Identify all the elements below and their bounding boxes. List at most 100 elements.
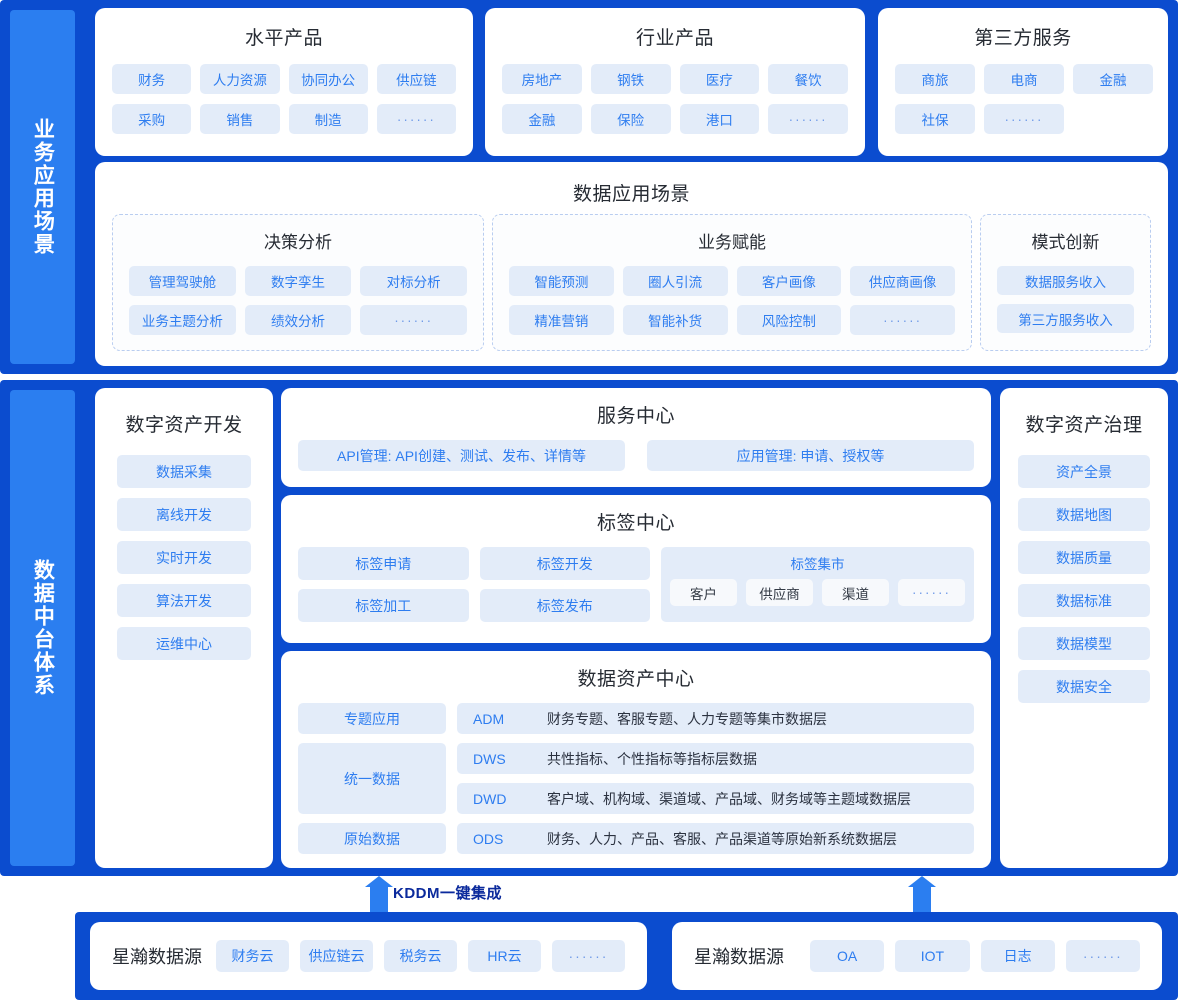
- chip-medical[interactable]: 医疗: [679, 64, 760, 94]
- chip-supplier[interactable]: 供应商: [746, 579, 813, 606]
- chip-more[interactable]: ······: [768, 104, 848, 134]
- chip-finance-industry[interactable]: 金融: [502, 104, 582, 134]
- data-source-right-chips: OA IOT 日志 ······: [810, 940, 1140, 972]
- chip-row: 业务主题分析 绩效分析 ······: [129, 305, 468, 335]
- chip-unified-data[interactable]: 统一数据: [298, 743, 446, 814]
- table-row[interactable]: DWD 客户域、机构域、渠道域、产品域、财务域等主题域数据层: [457, 783, 974, 814]
- asset-code-dws: DWS: [473, 750, 506, 767]
- chip-finance-service[interactable]: 金融: [1073, 64, 1153, 94]
- chip-more[interactable]: ······: [898, 579, 965, 606]
- chip-finance[interactable]: 财务: [112, 64, 192, 94]
- chip-finance-cloud[interactable]: 财务云: [216, 940, 289, 972]
- chip-application-management[interactable]: 应用管理: 申请、授权等: [647, 440, 974, 471]
- card-service-center: 服务中心 API管理: API创建、测试、发布、详情等 应用管理: 申请、授权等: [281, 388, 991, 487]
- card-digital-asset-development: 数字资产开发 数据采集 离线开发 实时开发 算法开发 运维中心: [95, 388, 273, 868]
- chip-tag-processing[interactable]: 标签加工: [298, 589, 469, 622]
- chip-more[interactable]: ······: [376, 104, 456, 134]
- card-title-third-party-services: 第三方服务: [974, 28, 1072, 49]
- card-data-source-left: 星瀚数据源 财务云 供应链云 税务云 HR云 ······: [90, 922, 647, 990]
- chip-row: 标签申请 标签开发: [298, 547, 650, 580]
- chip-risk-control[interactable]: 风险控制: [736, 305, 842, 335]
- card-title-horizontal-products: 水平产品: [244, 28, 323, 49]
- chip-more[interactable]: ······: [850, 305, 955, 335]
- sidebar-label-business: 业务应用场景: [10, 10, 75, 364]
- chip-digital-twin[interactable]: 数字孪生: [244, 266, 352, 296]
- chip-ecommerce[interactable]: 电商: [984, 64, 1064, 94]
- chip-performance-analysis[interactable]: 绩效分析: [244, 305, 352, 335]
- chip-data-standard[interactable]: 数据标准: [1018, 584, 1150, 617]
- chip-intelligent-forecast[interactable]: 智能预测: [509, 266, 614, 296]
- group-mode-innovation: 模式创新 数据服务收入 第三方服务收入: [980, 214, 1151, 351]
- chip-tag-application[interactable]: 标签申请: [298, 547, 469, 580]
- chip-procurement[interactable]: 采购: [112, 104, 192, 134]
- chip-more[interactable]: ······: [360, 305, 468, 335]
- chip-asset-panorama[interactable]: 资产全景: [1018, 455, 1150, 488]
- chip-intelligent-replenishment[interactable]: 智能补货: [622, 305, 728, 335]
- chip-oa[interactable]: OA: [810, 940, 885, 972]
- chip-data-security[interactable]: 数据安全: [1018, 670, 1150, 703]
- decision-analysis-chips: 管理驾驶舱 数字孪生 对标分析 业务主题分析 绩效分析 ······: [113, 266, 483, 335]
- table-row[interactable]: ADM 财务专题、客服专题、人力专题等集市数据层: [457, 703, 974, 734]
- chip-insurance[interactable]: 保险: [590, 104, 671, 134]
- chip-social-security[interactable]: 社保: [895, 104, 975, 134]
- chip-business-theme-analysis[interactable]: 业务主题分析: [129, 305, 236, 335]
- asset-desc-dwd: 客户域、机构域、渠道域、产品域、财务域等主题域数据层: [547, 790, 911, 807]
- chip-benchmark-analysis[interactable]: 对标分析: [360, 266, 468, 296]
- table-row[interactable]: DWS 共性指标、个性指标等指标层数据: [457, 743, 974, 774]
- chip-iot[interactable]: IOT: [895, 940, 970, 972]
- asset-code-adm: ADM: [473, 710, 505, 727]
- chip-tax-cloud[interactable]: 税务云: [384, 940, 457, 972]
- chip-manufacturing[interactable]: 制造: [288, 104, 368, 134]
- chip-customer-profile[interactable]: 客户画像: [736, 266, 842, 296]
- chip-hr-cloud[interactable]: HR云: [468, 940, 541, 972]
- chip-management-cockpit[interactable]: 管理驾驶舱: [129, 266, 236, 296]
- chip-port[interactable]: 港口: [679, 104, 760, 134]
- business-enablement-chips: 智能预测 圈人引流 客户画像 供应商画像 精准营销 智能补货 风险控制 ····…: [493, 266, 971, 335]
- connector-label: KDDM一键集成: [393, 885, 502, 902]
- chip-supplier-profile[interactable]: 供应商画像: [850, 266, 955, 296]
- chip-channel[interactable]: 渠道: [822, 579, 889, 606]
- chip-api-management[interactable]: API管理: API创建、测试、发布、详情等: [298, 440, 625, 471]
- asset-center-body: 专题应用 统一数据 原始数据 ADM 财务专题、客服专题、人力专题等集市数据层 …: [281, 703, 991, 854]
- card-title-scenarios: 数据应用场景: [572, 184, 690, 205]
- chip-thematic-application[interactable]: 专题应用: [298, 703, 446, 734]
- chip-algorithm-development[interactable]: 算法开发: [117, 584, 251, 617]
- tag-market-chips: 客户 供应商 渠道 ······: [670, 579, 965, 606]
- chip-precision-marketing[interactable]: 精准营销: [509, 305, 614, 335]
- chip-more[interactable]: ······: [984, 104, 1064, 134]
- chip-catering[interactable]: 餐饮: [768, 64, 848, 94]
- chip-business-travel[interactable]: 商旅: [895, 64, 975, 94]
- chip-row: 社保 ······: [895, 104, 1151, 134]
- chip-supply-chain-cloud[interactable]: 供应链云: [300, 940, 373, 972]
- chip-log[interactable]: 日志: [980, 940, 1055, 972]
- chip-real-estate[interactable]: 房地产: [502, 64, 582, 94]
- chip-collaboration[interactable]: 协同办公: [288, 64, 368, 94]
- chip-realtime-development[interactable]: 实时开发: [117, 541, 251, 574]
- chip-operations-center[interactable]: 运维中心: [117, 627, 251, 660]
- chip-hr[interactable]: 人力资源: [200, 64, 280, 94]
- chip-data-map[interactable]: 数据地图: [1018, 498, 1150, 531]
- chip-tag-publishing[interactable]: 标签发布: [479, 589, 650, 622]
- chip-sales[interactable]: 销售: [200, 104, 280, 134]
- chip-supply-chain[interactable]: 供应链: [376, 64, 456, 94]
- card-title-tag-center: 标签中心: [596, 513, 675, 534]
- chip-customer[interactable]: 客户: [670, 579, 737, 606]
- table-row[interactable]: ODS 财务、人力、产品、客服、产品渠道等原始新系统数据层: [457, 823, 974, 854]
- chip-more[interactable]: ······: [552, 940, 625, 972]
- chip-third-party-service-revenue[interactable]: 第三方服务收入: [997, 304, 1134, 333]
- chip-row: 智能预测 圈人引流 客户画像 供应商画像: [509, 266, 955, 296]
- chip-data-service-revenue[interactable]: 数据服务收入: [997, 266, 1134, 295]
- card-digital-asset-governance: 数字资产治理 资产全景 数据地图 数据质量 数据标准 数据模型 数据安全: [1000, 388, 1168, 868]
- chip-steel[interactable]: 钢铁: [590, 64, 671, 94]
- chip-audience-targeting[interactable]: 圈人引流: [622, 266, 728, 296]
- chip-data-model[interactable]: 数据模型: [1018, 627, 1150, 660]
- card-third-party-services: 第三方服务 商旅 电商 金融 社保 ······: [878, 8, 1168, 156]
- chip-offline-development[interactable]: 离线开发: [117, 498, 251, 531]
- chip-data-collection[interactable]: 数据采集: [117, 455, 251, 488]
- chip-more[interactable]: ······: [1065, 940, 1140, 972]
- chip-data-quality[interactable]: 数据质量: [1018, 541, 1150, 574]
- card-data-source-right: 星瀚数据源 OA IOT 日志 ······: [672, 922, 1162, 990]
- chip-raw-data[interactable]: 原始数据: [298, 823, 446, 854]
- chip-tag-development[interactable]: 标签开发: [479, 547, 650, 580]
- arrow-up-icon-right: [908, 876, 936, 912]
